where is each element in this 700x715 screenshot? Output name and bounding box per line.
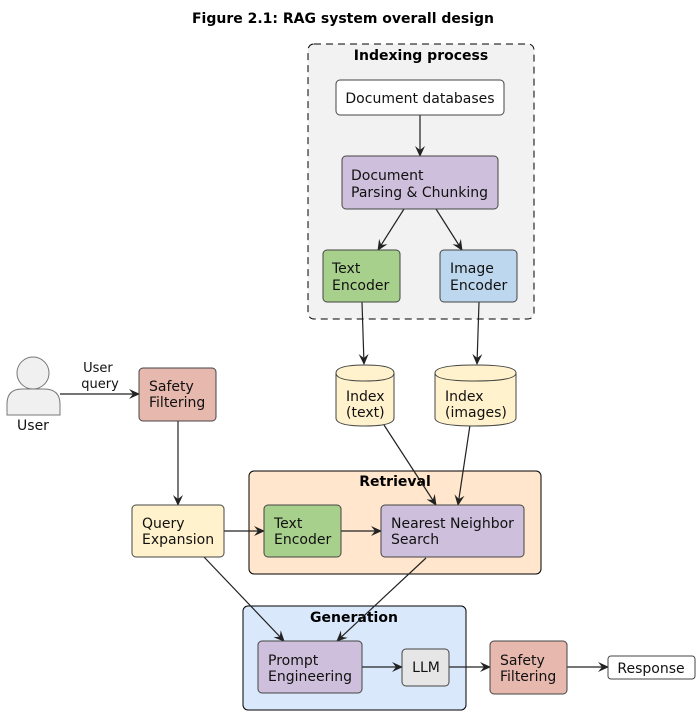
svg-text:Document: Document [351, 168, 424, 184]
svg-text:Parsing & Chunking: Parsing & Chunking [351, 185, 488, 201]
user-label: User [17, 418, 49, 434]
svg-text:Encoder: Encoder [332, 278, 389, 294]
cluster-generation-title: Generation [310, 610, 398, 626]
edge-label-line: User [83, 361, 113, 376]
user-actor: User [6, 356, 61, 434]
svg-text:LLM: LLM [412, 660, 440, 676]
edge-nn-to-prompt [336, 557, 427, 642]
svg-text:Text: Text [331, 261, 361, 277]
node-image-encoder: Image Encoder [439, 249, 518, 303]
user-head-icon [16, 356, 50, 390]
svg-text:Index: Index [346, 389, 385, 405]
svg-text:Query: Query [142, 516, 185, 532]
svg-text:Encoder: Encoder [450, 278, 507, 294]
svg-text:Engineering: Engineering [268, 669, 352, 685]
node-nearest-neighbor-search: Nearest Neighbor Search [380, 504, 525, 558]
node-safety-filtering-input: Safety Filtering [138, 367, 217, 422]
svg-text:Filtering: Filtering [149, 395, 205, 411]
node-llm: LLM [401, 648, 450, 687]
node-index-text: Index (text) [335, 364, 395, 427]
node-text-encoder-indexing: Text Encoder [322, 249, 401, 303]
node-text-encoder-retrieval: Text Encoder [263, 504, 342, 558]
cluster-retrieval-title: Retrieval [359, 474, 431, 490]
svg-text:Filtering: Filtering [500, 669, 556, 685]
user-body-icon [6, 388, 61, 416]
svg-text:Index: Index [445, 389, 484, 405]
edge-parsing-to-text-encoder [377, 208, 405, 251]
edge-label-user-query: User query [81, 361, 119, 392]
svg-text:Response: Response [617, 661, 684, 677]
edges [60, 115, 609, 672]
edge-text-encoder-to-index-text [358, 301, 369, 365]
svg-text:Prompt: Prompt [268, 653, 319, 669]
svg-text:(images): (images) [445, 405, 507, 421]
svg-text:Text: Text [273, 516, 303, 532]
edge-parsing-to-image-encoder [435, 208, 463, 251]
svg-text:Safety: Safety [149, 379, 194, 395]
node-document-databases: Document databases [335, 79, 505, 116]
svg-text:Expansion: Expansion [142, 532, 214, 548]
figure-title: Figure 2.1: RAG system overall design [192, 11, 494, 27]
edge-label-line: query [81, 377, 119, 392]
node-document-parsing-chunking: Document Parsing & Chunking [341, 155, 499, 210]
edge-index-text-to-nn [383, 424, 437, 506]
node-query-expansion: Query Expansion [131, 504, 225, 558]
node-prompt-engineering: Prompt Engineering [257, 640, 363, 694]
svg-text:Image: Image [450, 261, 494, 277]
svg-text:Document databases: Document databases [345, 91, 494, 107]
cluster-indexing-title: Indexing process [354, 48, 488, 64]
svg-text:Nearest Neighbor: Nearest Neighbor [391, 516, 514, 532]
edge-query-expansion-to-prompt [203, 556, 285, 642]
svg-text:Encoder: Encoder [274, 532, 331, 548]
node-response: Response [607, 655, 696, 680]
node-index-images: Index (images) [434, 364, 517, 427]
edge-image-encoder-to-index-images [472, 301, 483, 365]
svg-text:Search: Search [391, 532, 439, 548]
svg-text:(text): (text) [346, 405, 385, 421]
edge-index-images-to-nn [454, 424, 471, 506]
svg-text:Safety: Safety [500, 653, 545, 669]
node-safety-filtering-output: Safety Filtering [489, 640, 568, 695]
